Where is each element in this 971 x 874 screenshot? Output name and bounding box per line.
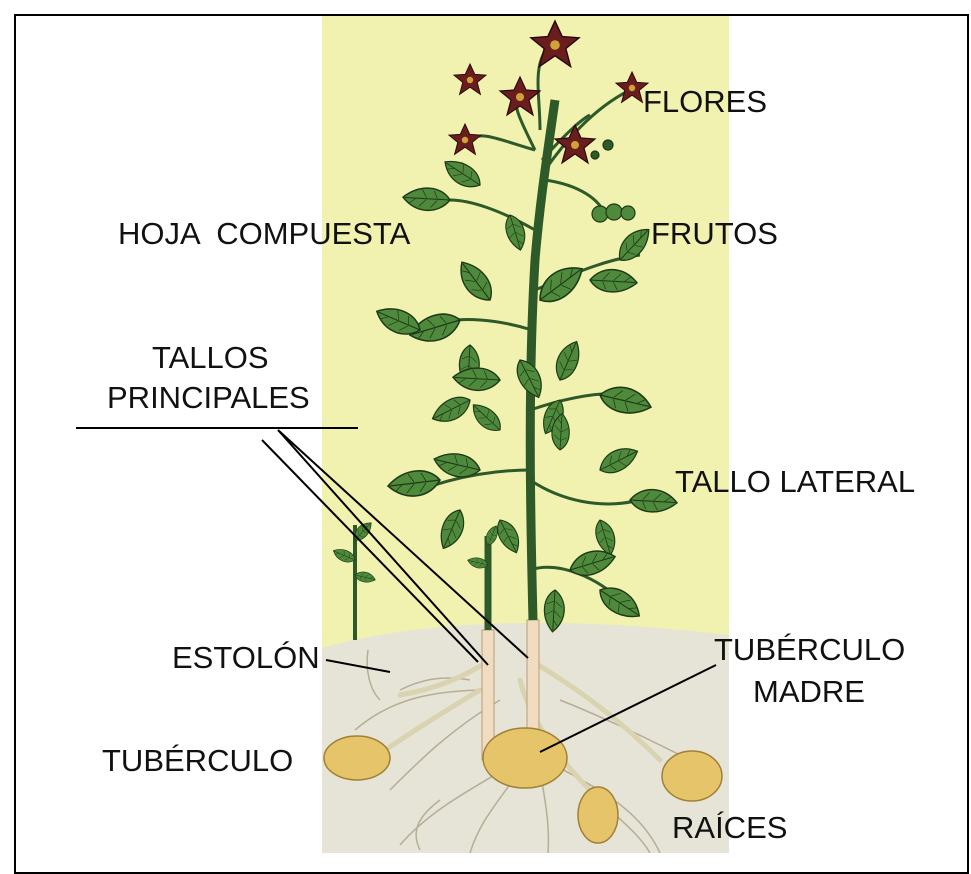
label-tuberculo-madre-line1: TUBÉRCULO [714,634,905,665]
label-hoja-compuesta: HOJA COMPUESTA [118,218,410,249]
label-frutos: FRUTOS [651,218,778,249]
mother-tuber [483,728,567,788]
tuber-right [662,751,722,801]
label-flores: FLORES [643,86,767,117]
label-estolon: ESTOLÓN [172,642,320,673]
potato-plant-illustration [0,0,971,853]
label-tallos-principales-line1: TALLOS [152,342,269,373]
label-tallos-principales-line2: PRINCIPALES [107,382,310,413]
label-tuberculo-madre-line2: MADRE [753,676,865,707]
label-tuberculo: TUBÉRCULO [102,745,293,776]
label-raices: RAÍCES [672,812,787,843]
tuber-left [324,736,390,780]
tuber-bottom [578,787,618,843]
label-tallo-lateral: TALLO LATERAL [675,466,915,497]
